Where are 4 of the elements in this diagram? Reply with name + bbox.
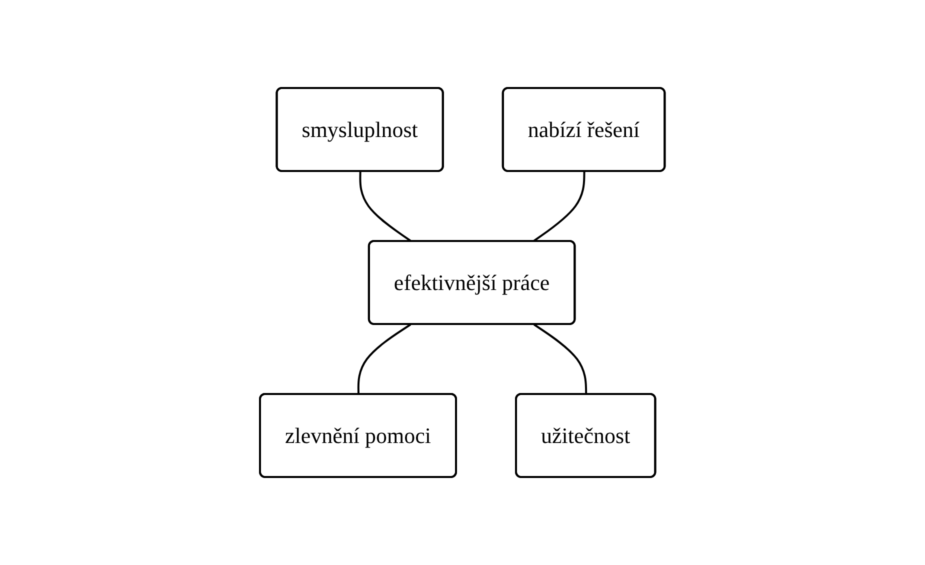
connector <box>359 171 412 242</box>
connector <box>532 171 586 242</box>
connector <box>534 324 588 394</box>
connector <box>358 324 412 394</box>
